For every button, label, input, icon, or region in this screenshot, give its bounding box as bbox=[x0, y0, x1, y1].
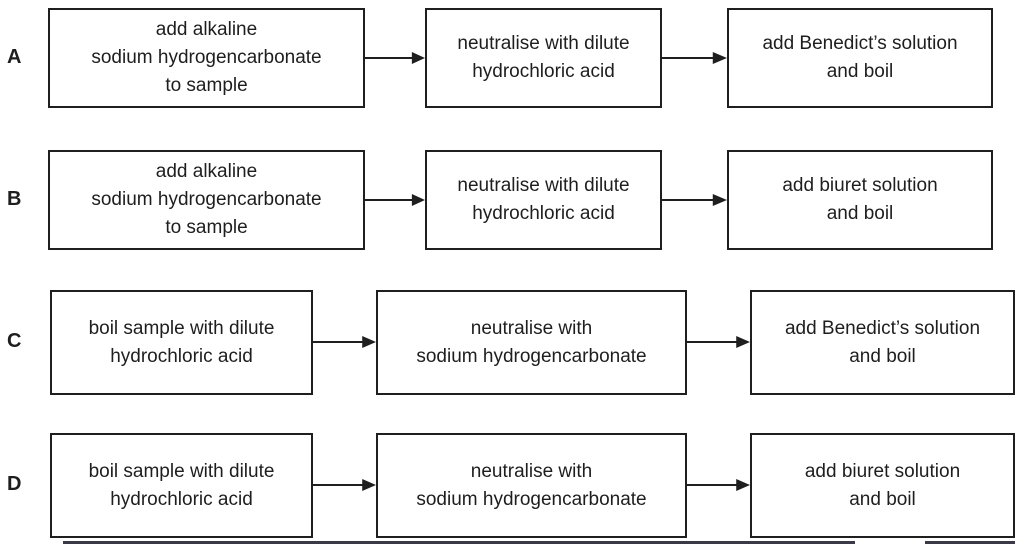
flow-box-line: and boil bbox=[849, 488, 916, 510]
option-d-step-2-box: neutralise with sodium hydrogencarbonate bbox=[376, 433, 687, 538]
flow-box-line: hydrochloric acid bbox=[472, 61, 615, 82]
flow-box-line: neutralise with bbox=[470, 317, 593, 339]
flow-box-line: sodium hydrogencarbonate bbox=[416, 488, 647, 510]
flow-box-line: and boil bbox=[826, 203, 894, 224]
page-crop-artifact bbox=[63, 541, 855, 544]
option-d-step-3-box: add biuret solution and boil bbox=[750, 433, 1015, 538]
option-b-step-3-box: add biuret solution and boil bbox=[727, 150, 993, 250]
flow-arrow-icon bbox=[662, 193, 727, 207]
flow-box-line: and boil bbox=[826, 61, 894, 82]
flow-arrow-icon bbox=[687, 335, 750, 349]
option-label-a: A bbox=[7, 46, 22, 68]
flow-box-line: hydrochloric acid bbox=[110, 345, 253, 367]
flow-arrow-icon bbox=[313, 478, 376, 492]
flow-box-line: add alkaline bbox=[155, 19, 258, 40]
option-label-c: C bbox=[7, 330, 22, 352]
flow-box-line: sodium hydrogencarbonate bbox=[91, 47, 322, 68]
flow-box-line: add Benedict’s solution bbox=[762, 33, 958, 54]
flow-box-line: neutralise with bbox=[470, 460, 593, 482]
flow-box-line: add biuret solution bbox=[804, 460, 961, 482]
page-crop-artifact bbox=[925, 541, 1015, 544]
flow-box-line: sodium hydrogencarbonate bbox=[91, 189, 322, 210]
flow-arrow-icon bbox=[365, 193, 425, 207]
option-c-step-2-box: neutralise with sodium hydrogencarbonate bbox=[376, 290, 687, 395]
option-d-step-1-box: boil sample with dilute hydrochloric aci… bbox=[50, 433, 313, 538]
flow-box-line: sodium hydrogencarbonate bbox=[416, 345, 647, 367]
option-label-b: B bbox=[7, 188, 22, 210]
flow-box-line: boil sample with dilute bbox=[88, 460, 275, 482]
flow-box-line: hydrochloric acid bbox=[110, 488, 253, 510]
flow-box-line: add Benedict’s solution bbox=[784, 317, 981, 339]
flow-box-line: to sample bbox=[165, 217, 248, 238]
flow-box-line: and boil bbox=[849, 345, 916, 367]
option-b-step-2-box: neutralise with dilute hydrochloric acid bbox=[425, 150, 662, 250]
flow-box-line: to sample bbox=[165, 75, 248, 96]
flow-box-line: hydrochloric acid bbox=[472, 203, 615, 224]
flow-arrow-icon bbox=[313, 335, 376, 349]
option-c-step-1-box: boil sample with dilute hydrochloric aci… bbox=[50, 290, 313, 395]
flow-arrow-icon bbox=[687, 478, 750, 492]
flow-arrow-icon bbox=[365, 51, 425, 65]
option-label-d: D bbox=[7, 473, 22, 495]
flow-box-line: add biuret solution bbox=[782, 175, 938, 196]
flow-box-line: add alkaline bbox=[155, 161, 258, 182]
flow-arrow-icon bbox=[662, 51, 727, 65]
flow-box-line: boil sample with dilute bbox=[88, 317, 275, 339]
option-a-step-3-box: add Benedict’s solution and boil bbox=[727, 8, 993, 108]
option-a-step-1-box: add alkaline sodium hydrogencarbonate to… bbox=[48, 8, 365, 108]
option-b-step-1-box: add alkaline sodium hydrogencarbonate to… bbox=[48, 150, 365, 250]
flow-box-line: neutralise with dilute bbox=[457, 33, 630, 54]
option-c-step-3-box: add Benedict’s solution and boil bbox=[750, 290, 1015, 395]
flow-box-line: neutralise with dilute bbox=[457, 175, 630, 196]
option-a-step-2-box: neutralise with dilute hydrochloric acid bbox=[425, 8, 662, 108]
